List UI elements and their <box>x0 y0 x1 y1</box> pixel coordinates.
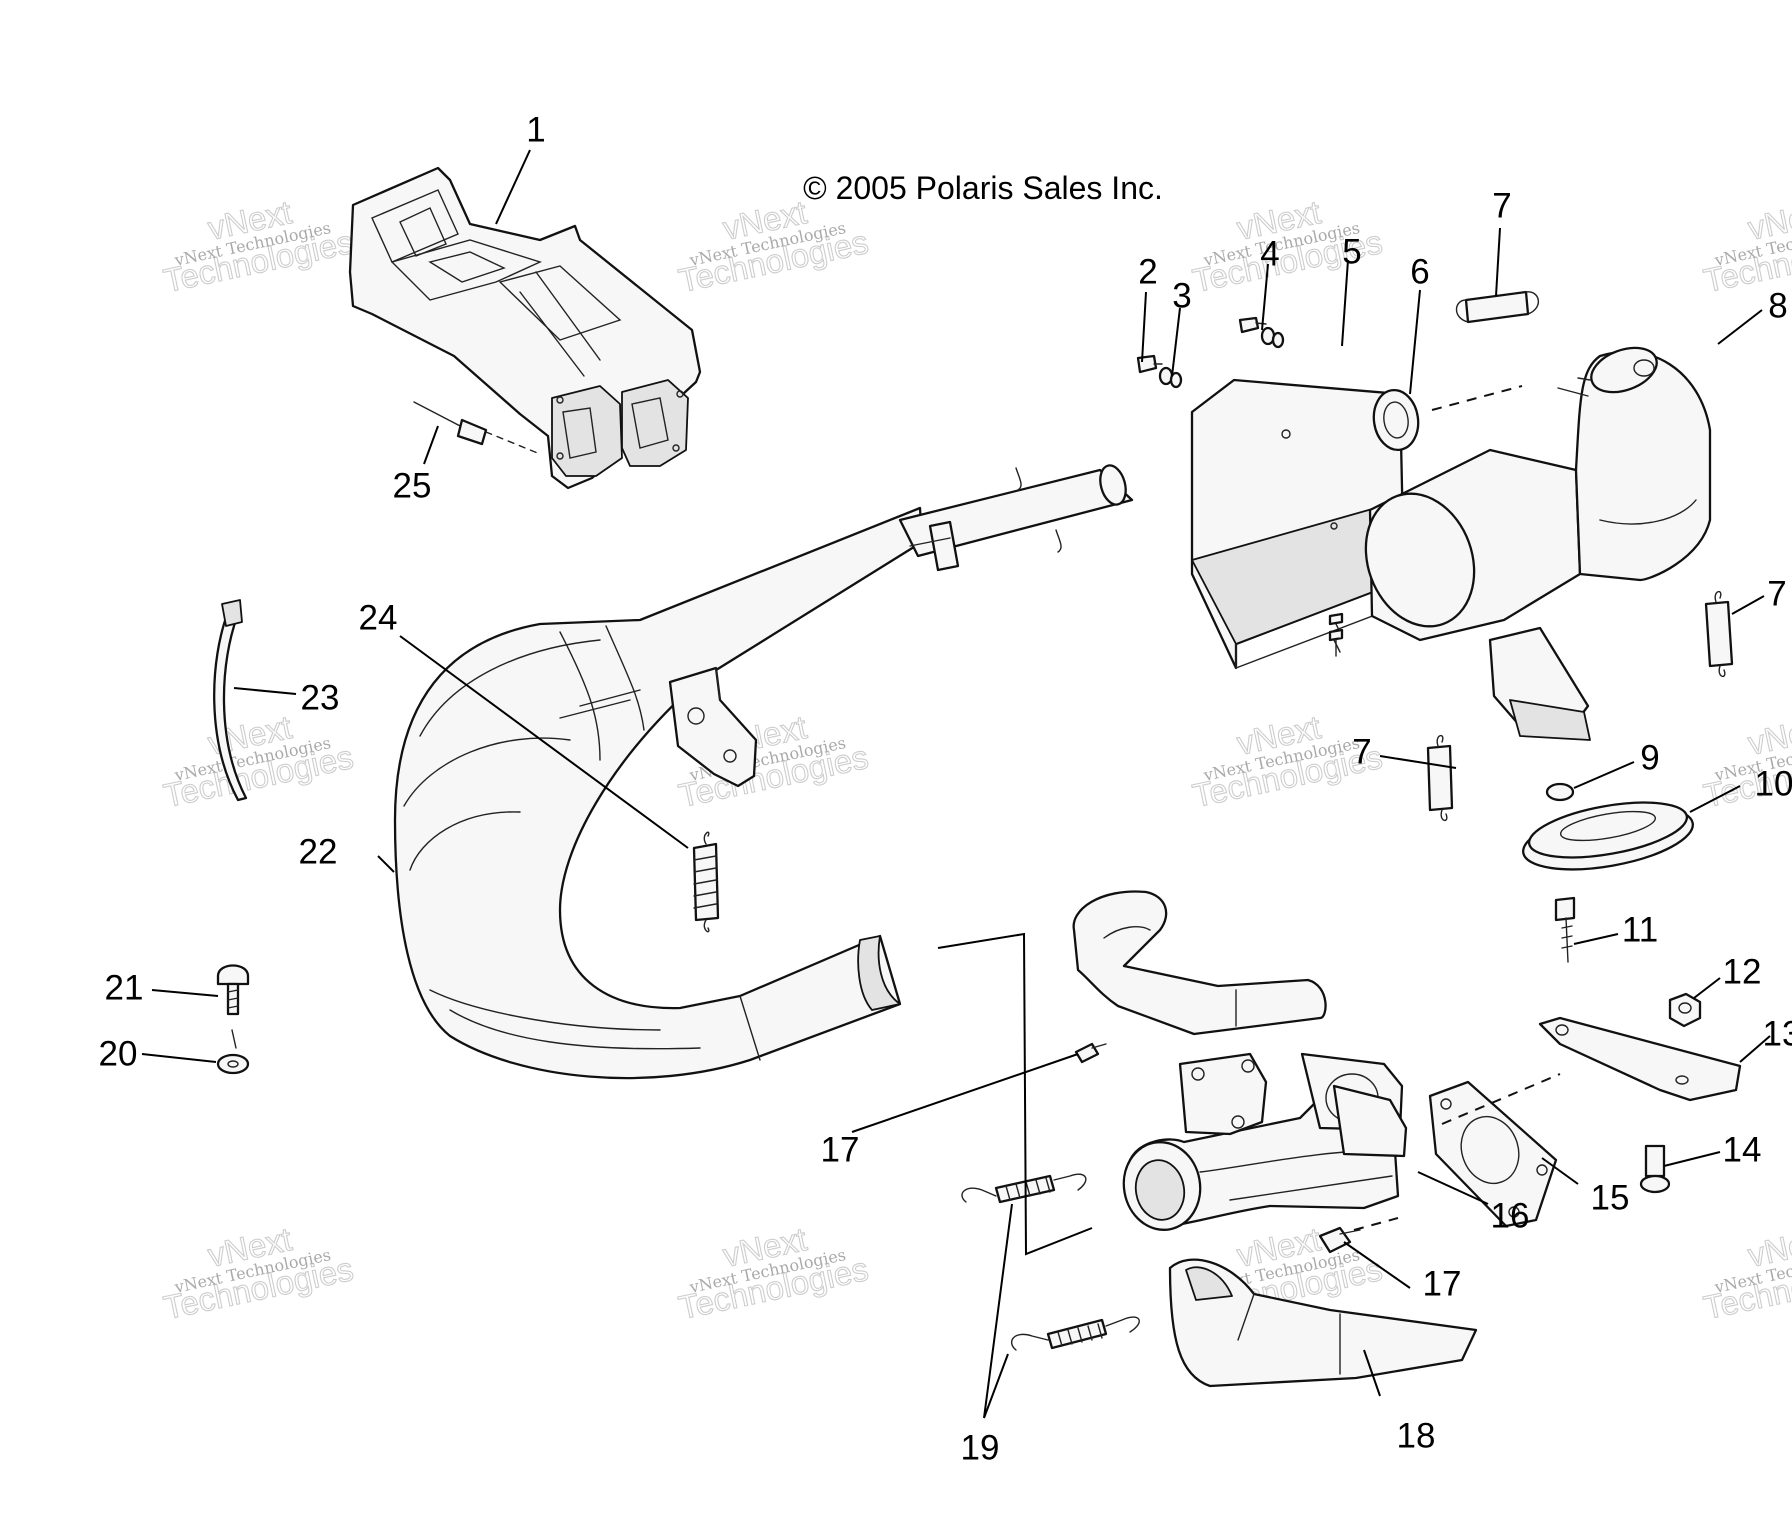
part-mounting-plate <box>348 166 702 490</box>
part-nut <box>1668 992 1702 1028</box>
part-strap <box>213 599 248 802</box>
callout-17-left: 17 <box>821 1131 860 1170</box>
callout-7-right: 7 <box>1767 575 1786 614</box>
part-spring-mid <box>1426 735 1454 821</box>
callout-7-top: 7 <box>1492 187 1511 226</box>
callout-7-mid: 7 <box>1352 733 1371 772</box>
part-spring <box>692 831 720 933</box>
callout-25: 25 <box>393 467 432 506</box>
callout-16: 16 <box>1491 1197 1530 1236</box>
part-expansion-chamber <box>393 506 924 1080</box>
callout-12: 12 <box>1723 953 1762 992</box>
part-muffler <box>1328 346 1712 741</box>
callout-10: 10 <box>1755 765 1792 804</box>
part-bolt-upper <box>1074 1042 1107 1064</box>
callout-8: 8 <box>1768 287 1787 326</box>
part-lower-guard <box>1168 1258 1478 1388</box>
part-washer <box>216 1029 250 1075</box>
part-spring-top <box>1455 290 1539 324</box>
callout-14: 14 <box>1723 1131 1762 1170</box>
callout-3: 3 <box>1172 277 1191 316</box>
spring-install-bracket-line <box>937 932 1093 1256</box>
leader-lines <box>141 149 1771 1419</box>
callout-5: 5 <box>1342 233 1361 272</box>
part-bolt-lower <box>1318 1217 1399 1254</box>
callout-19: 19 <box>961 1429 1000 1468</box>
callout-9: 9 <box>1640 739 1659 778</box>
part-grommet <box>1372 385 1523 452</box>
callout-15: 15 <box>1591 1179 1630 1218</box>
part-bolt-washers <box>1136 316 1285 389</box>
part-manifold <box>1122 1052 1408 1231</box>
callout-21: 21 <box>105 969 144 1008</box>
part-flange-gasket <box>1428 1073 1561 1228</box>
part-stud <box>1554 896 1576 963</box>
callout-4: 4 <box>1260 235 1279 274</box>
callout-22: 22 <box>299 833 338 872</box>
callout-numbers: 1 2 3 4 5 6 7 7 7 8 9 10 11 12 13 14 15 … <box>99 111 1792 1468</box>
part-muffler-bracket <box>1538 1016 1742 1102</box>
callout-18: 18 <box>1397 1417 1436 1456</box>
part-screw <box>216 964 250 1016</box>
callout-17-right: 17 <box>1423 1265 1462 1304</box>
part-heat-shield <box>1190 378 1406 670</box>
callout-24: 24 <box>359 599 398 638</box>
part-chamber-bracket <box>668 666 758 788</box>
part-spring-right <box>1704 591 1734 677</box>
callout-23: 23 <box>301 679 340 718</box>
callout-6: 6 <box>1410 253 1429 292</box>
part-rivet <box>413 401 541 455</box>
callout-13: 13 <box>1763 1015 1792 1054</box>
part-bolt <box>1639 1144 1671 1194</box>
part-small-washer <box>1545 782 1575 802</box>
part-upper-heat-guard <box>1072 890 1327 1036</box>
callout-1: 1 <box>526 111 545 150</box>
part-head-pipe <box>898 464 1134 572</box>
copyright-notice: © 2005 Polaris Sales Inc. <box>803 170 1163 206</box>
part-tension-spring-lower <box>1011 1316 1140 1351</box>
callout-20: 20 <box>99 1035 138 1074</box>
part-gasket <box>1522 801 1694 871</box>
part-tension-spring-upper <box>961 1173 1087 1204</box>
callout-11: 11 <box>1622 911 1658 950</box>
callout-2: 2 <box>1138 253 1157 292</box>
